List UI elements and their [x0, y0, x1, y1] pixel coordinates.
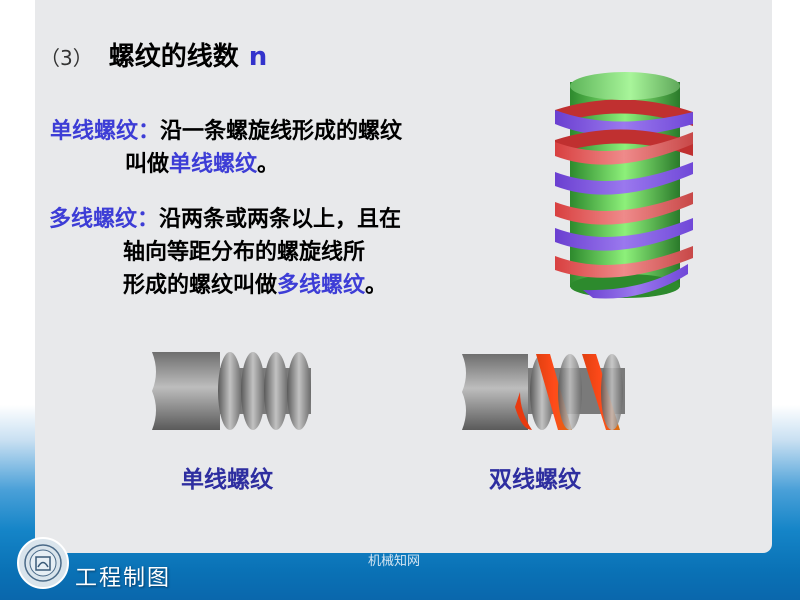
definition-text: 叫做	[125, 152, 170, 177]
title-variable: n	[248, 42, 268, 72]
section-number: （3）	[40, 46, 93, 70]
double-thread-caption: 双线螺纹	[489, 467, 581, 493]
single-thread-definition: 单线螺纹：沿一条螺旋线形成的螺纹 叫做单线螺纹。	[50, 115, 402, 181]
single-thread-screw-image	[150, 350, 315, 432]
definition-text: 轴向等距分布的螺旋线所	[123, 240, 366, 265]
course-title: 工程制图	[75, 566, 172, 591]
page-title: 螺纹的线数	[108, 42, 239, 72]
definition-text: 形成的螺纹叫做	[123, 273, 278, 298]
single-thread-term: 单线螺纹：	[50, 119, 161, 144]
multi-thread-term: 多线螺纹：	[49, 207, 160, 232]
punctuation: 。	[257, 152, 280, 177]
slide-heading: （3） 螺纹的线数 n	[40, 36, 267, 73]
multi-thread-definition: 多线螺纹：沿两条或两条以上，且在 轴向等距分布的螺旋线所 形成的螺纹叫做多线螺纹…	[49, 203, 401, 302]
multi-thread-term-inline: 多线螺纹	[277, 273, 366, 298]
definition-text: 沿两条或两条以上，且在	[159, 207, 402, 232]
single-thread-term-inline: 单线螺纹	[169, 152, 258, 177]
double-thread-screw-image	[460, 352, 627, 432]
multi-thread-helix-illustration	[553, 68, 698, 300]
university-logo-icon	[16, 536, 70, 590]
watermark-text: 机械知网	[368, 554, 421, 569]
punctuation: 。	[365, 273, 388, 298]
single-thread-caption: 单线螺纹	[181, 467, 273, 493]
definition-text: 沿一条螺旋线形成的螺纹	[160, 119, 403, 144]
